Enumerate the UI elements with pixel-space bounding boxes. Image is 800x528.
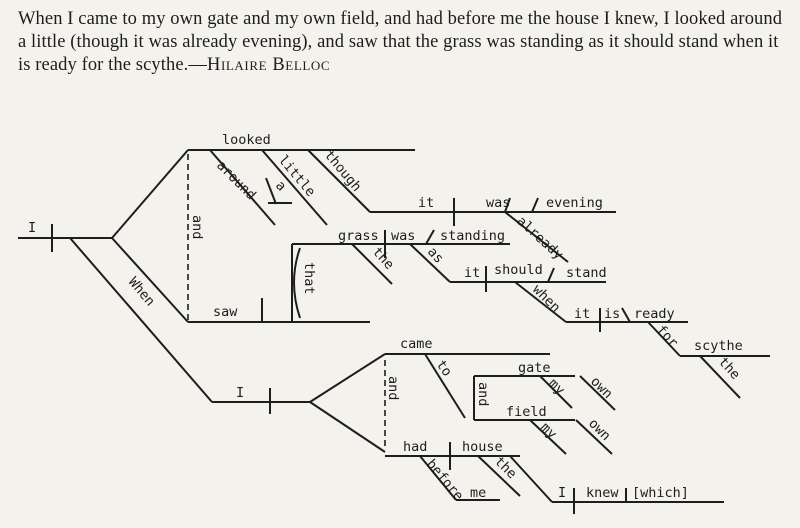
quote-author: Hilaire Belloc [206, 55, 331, 75]
word-saw: saw [213, 304, 238, 320]
word-around: around [213, 158, 259, 204]
word-when-lower: when [529, 282, 563, 316]
word-was-1: was [486, 195, 510, 211]
word-standing: standing [440, 228, 505, 244]
main-subject: I [18, 220, 112, 252]
word-and-3: and [475, 382, 491, 406]
predicate-fork: and [111, 149, 205, 323]
word-it-3: it [574, 306, 590, 322]
word-grass: grass [338, 228, 379, 244]
word-the-3: the [491, 454, 520, 483]
word-though: though [321, 147, 365, 195]
word-house: house [462, 439, 503, 455]
word-already: already [513, 213, 566, 263]
word-scythe: scythe [694, 338, 743, 354]
word-a: a [272, 178, 289, 195]
word-which: [which] [632, 485, 689, 501]
quote-text: When I came to my own gate and my own fi… [18, 9, 783, 75]
word-is: is [604, 306, 620, 322]
word-field: field [506, 404, 547, 420]
saw-clause: saw that grass was standing the as it sh… [188, 228, 770, 399]
word-knew: knew [586, 485, 619, 501]
quote-paragraph: When I came to my own gate and my own fi… [18, 8, 788, 77]
word-gate: gate [518, 360, 551, 376]
word-little: little [275, 152, 319, 200]
word-before: before [423, 456, 467, 504]
when-clause: When I and came to and gate field my own… [69, 237, 724, 514]
word-it-1: it [418, 195, 434, 211]
word-and-2: and [385, 376, 401, 400]
word-the-2: the [715, 354, 743, 383]
word-and-1: and [189, 215, 205, 239]
word-stand: stand [566, 265, 607, 281]
word-i-3: I [558, 485, 566, 501]
word-looked: looked [222, 132, 271, 148]
word-me: me [470, 485, 486, 501]
word-it-2: it [464, 265, 480, 281]
word-was-2: was [391, 228, 415, 244]
word-when-upper: When [125, 274, 158, 309]
word-i-subject: I [28, 220, 36, 236]
word-ready: ready [634, 306, 675, 322]
word-to: to [433, 357, 455, 380]
word-my-2: my [537, 420, 560, 443]
word-should: should [494, 262, 543, 278]
word-own-2: own [585, 416, 614, 445]
word-own-1: own [587, 374, 616, 403]
word-my-1: my [545, 376, 568, 399]
word-i-2: I [236, 385, 244, 401]
word-that: that [301, 262, 317, 295]
word-had: had [403, 439, 427, 455]
word-came: came [400, 336, 433, 352]
word-for: for [653, 322, 681, 351]
word-as: as [424, 244, 447, 267]
word-evening: evening [546, 195, 603, 211]
word-the-1: the [369, 244, 397, 273]
